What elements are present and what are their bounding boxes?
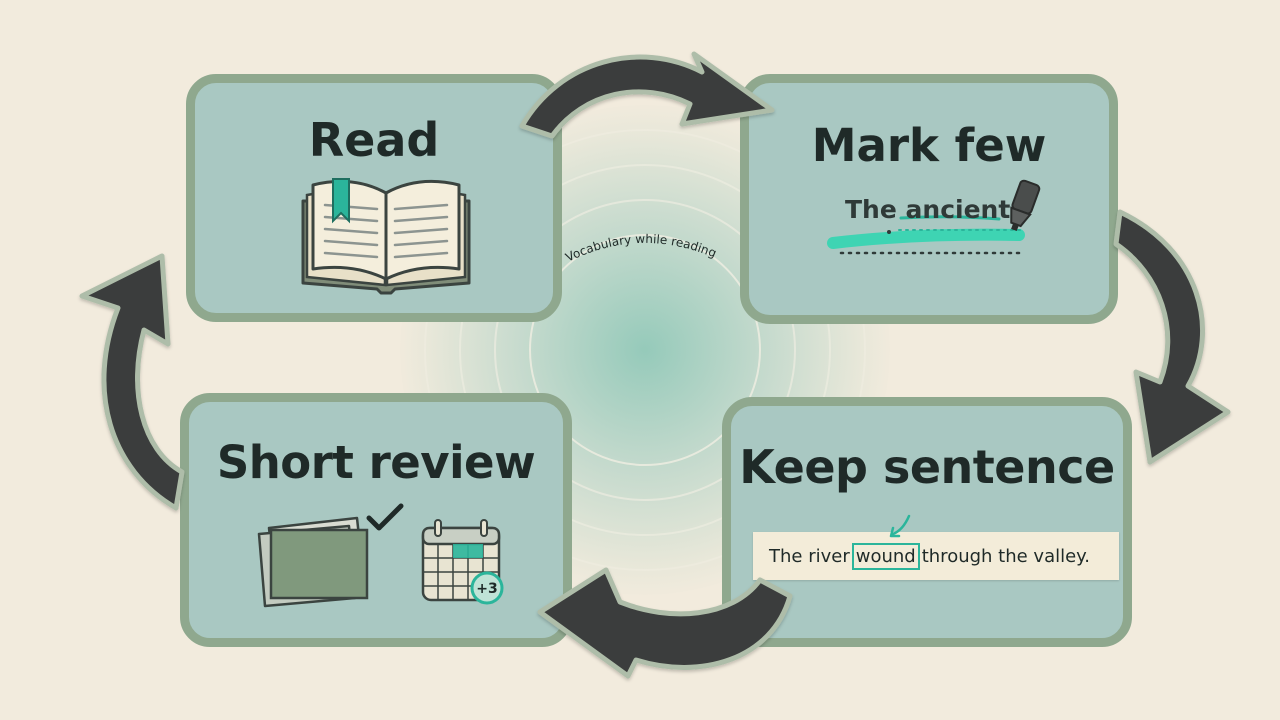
bookmark-icon xyxy=(332,178,350,224)
center-label-arc: Vocabulary while reading xyxy=(563,232,718,265)
step-title-keep: Keep sentence xyxy=(739,440,1115,494)
step-card-review: Short review xyxy=(180,393,572,647)
cycle-arrow-icon xyxy=(537,567,793,679)
review-icons xyxy=(257,503,504,608)
step-card-read: Read xyxy=(186,74,562,322)
calendar-badge-layer: +3 xyxy=(476,581,497,597)
review-badge: +3 xyxy=(476,581,497,597)
step-card-mark: Mark few The ancient xyxy=(740,74,1118,324)
highlight-strokes xyxy=(827,179,1041,255)
svg-text:Vocabulary while reading: Vocabulary while reading xyxy=(563,232,718,265)
cycle-arrow-icon xyxy=(79,253,185,511)
cycle-arrow-icon xyxy=(1113,209,1231,465)
sentence-target-word: wound xyxy=(851,543,920,570)
step-title-review: Short review xyxy=(216,436,536,489)
calendar-icon xyxy=(421,519,504,605)
pointer-arrow xyxy=(889,514,911,538)
sentence-after: through the valley. xyxy=(921,546,1090,567)
checkmark-icon xyxy=(366,503,404,531)
cycle-arrow-icon xyxy=(519,51,775,139)
step-title-read: Read xyxy=(308,113,440,167)
flashcards-icon xyxy=(257,516,369,608)
center-label: Vocabulary while reading xyxy=(563,232,718,265)
marked-word-ancient: ancient xyxy=(905,195,1011,224)
step-title-mark: Mark few xyxy=(811,119,1047,172)
book-icon xyxy=(301,178,471,295)
marked-phrase: The ancient xyxy=(845,195,1010,224)
sentence-before: The river xyxy=(769,546,850,567)
marked-word-the: The xyxy=(845,195,897,224)
marker-icon xyxy=(1010,179,1041,232)
